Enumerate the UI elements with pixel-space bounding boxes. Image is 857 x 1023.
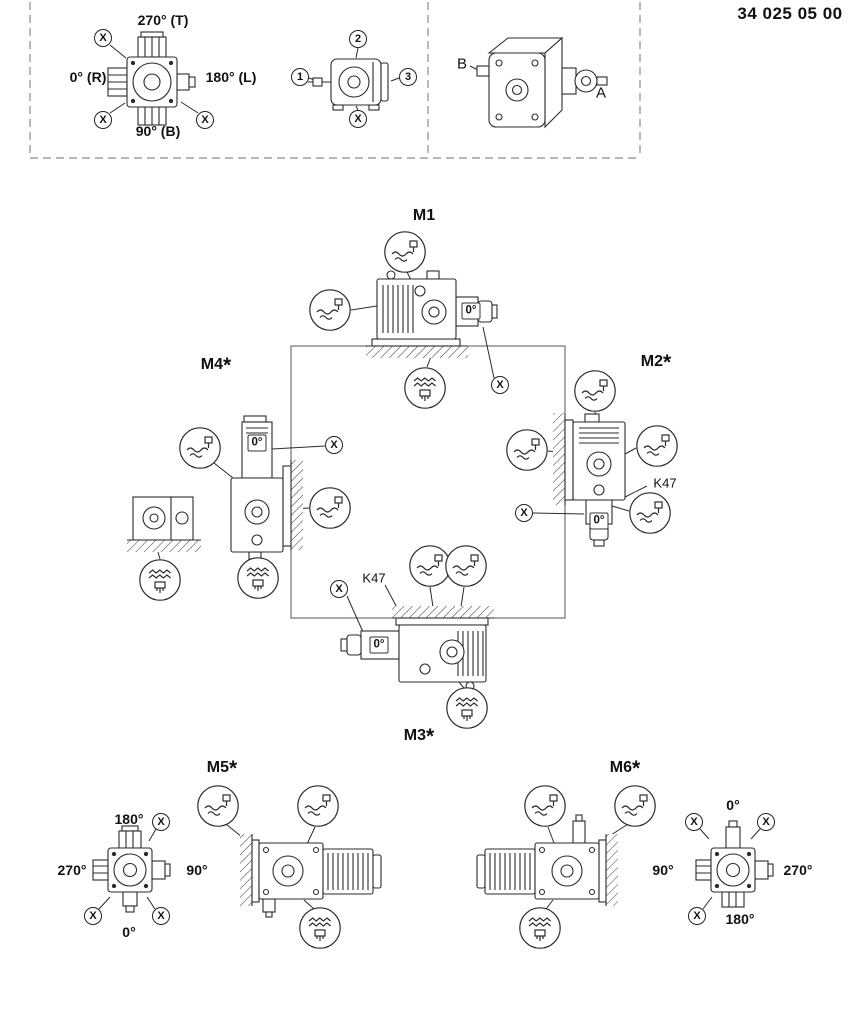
m5-angle-bottom: 0° — [122, 924, 136, 940]
m1-x-marker: X — [491, 376, 509, 394]
legend-angle-top: 270° (T) — [137, 12, 189, 28]
oil-plug-icon — [179, 427, 221, 469]
legend-frame — [29, 2, 641, 159]
m2-k47-label: K47 — [653, 475, 677, 491]
m2-x-marker: X — [515, 504, 533, 522]
m2-output-angle-box: 0° — [589, 512, 609, 530]
oil-plug-icon — [297, 785, 339, 827]
oil-plug-icon — [614, 785, 656, 827]
legend-angle-bottom: 90° (B) — [135, 123, 181, 139]
motor-position-1: 1 — [291, 68, 309, 86]
motor-position-3: 3 — [399, 68, 417, 86]
oil-plug-icon — [636, 425, 678, 467]
position-label-m5: M5* — [206, 757, 238, 780]
motor-position-2: 2 — [349, 30, 367, 48]
oil-plug-icon — [574, 370, 616, 412]
oil-plug-icon — [384, 231, 426, 273]
legend-angle-left: 0° (R) — [69, 69, 107, 85]
motor-end-view — [308, 58, 389, 111]
oil-plug-icon — [309, 289, 351, 331]
m1-output-angle-box: 0° — [461, 302, 481, 320]
document-number: 34 025 05 00 — [737, 4, 843, 23]
m6-angle-bottom: 180° — [725, 911, 755, 927]
m3-asterisk: * — [426, 725, 435, 748]
oil-plug-icon — [629, 492, 671, 534]
m6-end-view — [695, 820, 774, 908]
breather-plug-icon — [446, 687, 488, 729]
oil-plug-icon — [197, 785, 239, 827]
position-label-m3: M3* — [403, 725, 435, 748]
m5-text: M5 — [206, 759, 230, 776]
motor-position-x: X — [349, 110, 367, 128]
position-label-m4: M4* — [200, 354, 232, 377]
x-marker-badge: X — [196, 111, 214, 129]
m5-asterisk: * — [229, 757, 238, 780]
m6-angle-top: 0° — [726, 797, 740, 813]
m5-end-view — [92, 825, 171, 913]
m6-side-view — [476, 814, 618, 906]
m4-text: M4 — [200, 356, 224, 373]
x-marker-badge: X — [94, 111, 112, 129]
m3-gearmotor-drawing — [340, 606, 494, 691]
m5-x-marker: X — [152, 907, 170, 925]
m6-x-marker: X — [685, 813, 703, 831]
oil-plug-icon — [445, 545, 487, 587]
side-label-a: A — [595, 84, 607, 102]
m6-text: M6 — [609, 759, 633, 776]
m4-asterisk: * — [223, 354, 232, 377]
orientation-cross-view — [107, 31, 196, 126]
m1-text: M1 — [412, 207, 436, 224]
oil-plug-icon — [309, 487, 351, 529]
m3-text: M3 — [403, 727, 427, 744]
oil-plug-icon — [506, 429, 548, 471]
position-label-m2: M2* — [640, 351, 672, 374]
m6-angle-right: 270° — [783, 862, 813, 878]
side-label-b: B — [456, 55, 468, 73]
m6-angle-left: 90° — [652, 862, 674, 878]
m4-gearmotor-drawing — [127, 415, 303, 560]
m5-side-view — [240, 834, 382, 918]
legend-angle-right: 180° (L) — [205, 69, 257, 85]
position-label-m1: M1 — [413, 207, 435, 225]
m3-x-marker: X — [330, 580, 348, 598]
gear-unit-3d-view — [476, 36, 608, 129]
x-marker-badge: X — [94, 29, 112, 47]
m5-angle-top: 180° — [114, 811, 144, 827]
m4-output-angle-box: 0° — [247, 434, 267, 452]
m3-output-angle-box: 0° — [369, 636, 389, 654]
m5-x-marker: X — [152, 813, 170, 831]
m1-gearmotor-drawing — [366, 270, 498, 358]
breather-plug-icon — [404, 367, 446, 409]
breather-plug-icon — [237, 557, 279, 599]
breather-plug-icon — [299, 907, 341, 949]
oil-plug-icon — [409, 545, 451, 587]
m6-asterisk: * — [632, 757, 641, 780]
m2-asterisk: * — [663, 351, 672, 374]
oil-plug-icon — [524, 785, 566, 827]
m6-x-marker: X — [757, 813, 775, 831]
m4-x-marker: X — [325, 436, 343, 454]
m6-x-marker: X — [688, 907, 706, 925]
m5-angle-right: 90° — [186, 862, 208, 878]
m3-k47-label: K47 — [362, 570, 386, 586]
breather-plug-icon — [519, 907, 561, 949]
m5-angle-left: 270° — [57, 862, 87, 878]
breather-plug-icon — [139, 559, 181, 601]
position-label-m6: M6* — [609, 757, 641, 780]
m5-x-marker: X — [84, 907, 102, 925]
m2-text: M2 — [640, 353, 664, 370]
